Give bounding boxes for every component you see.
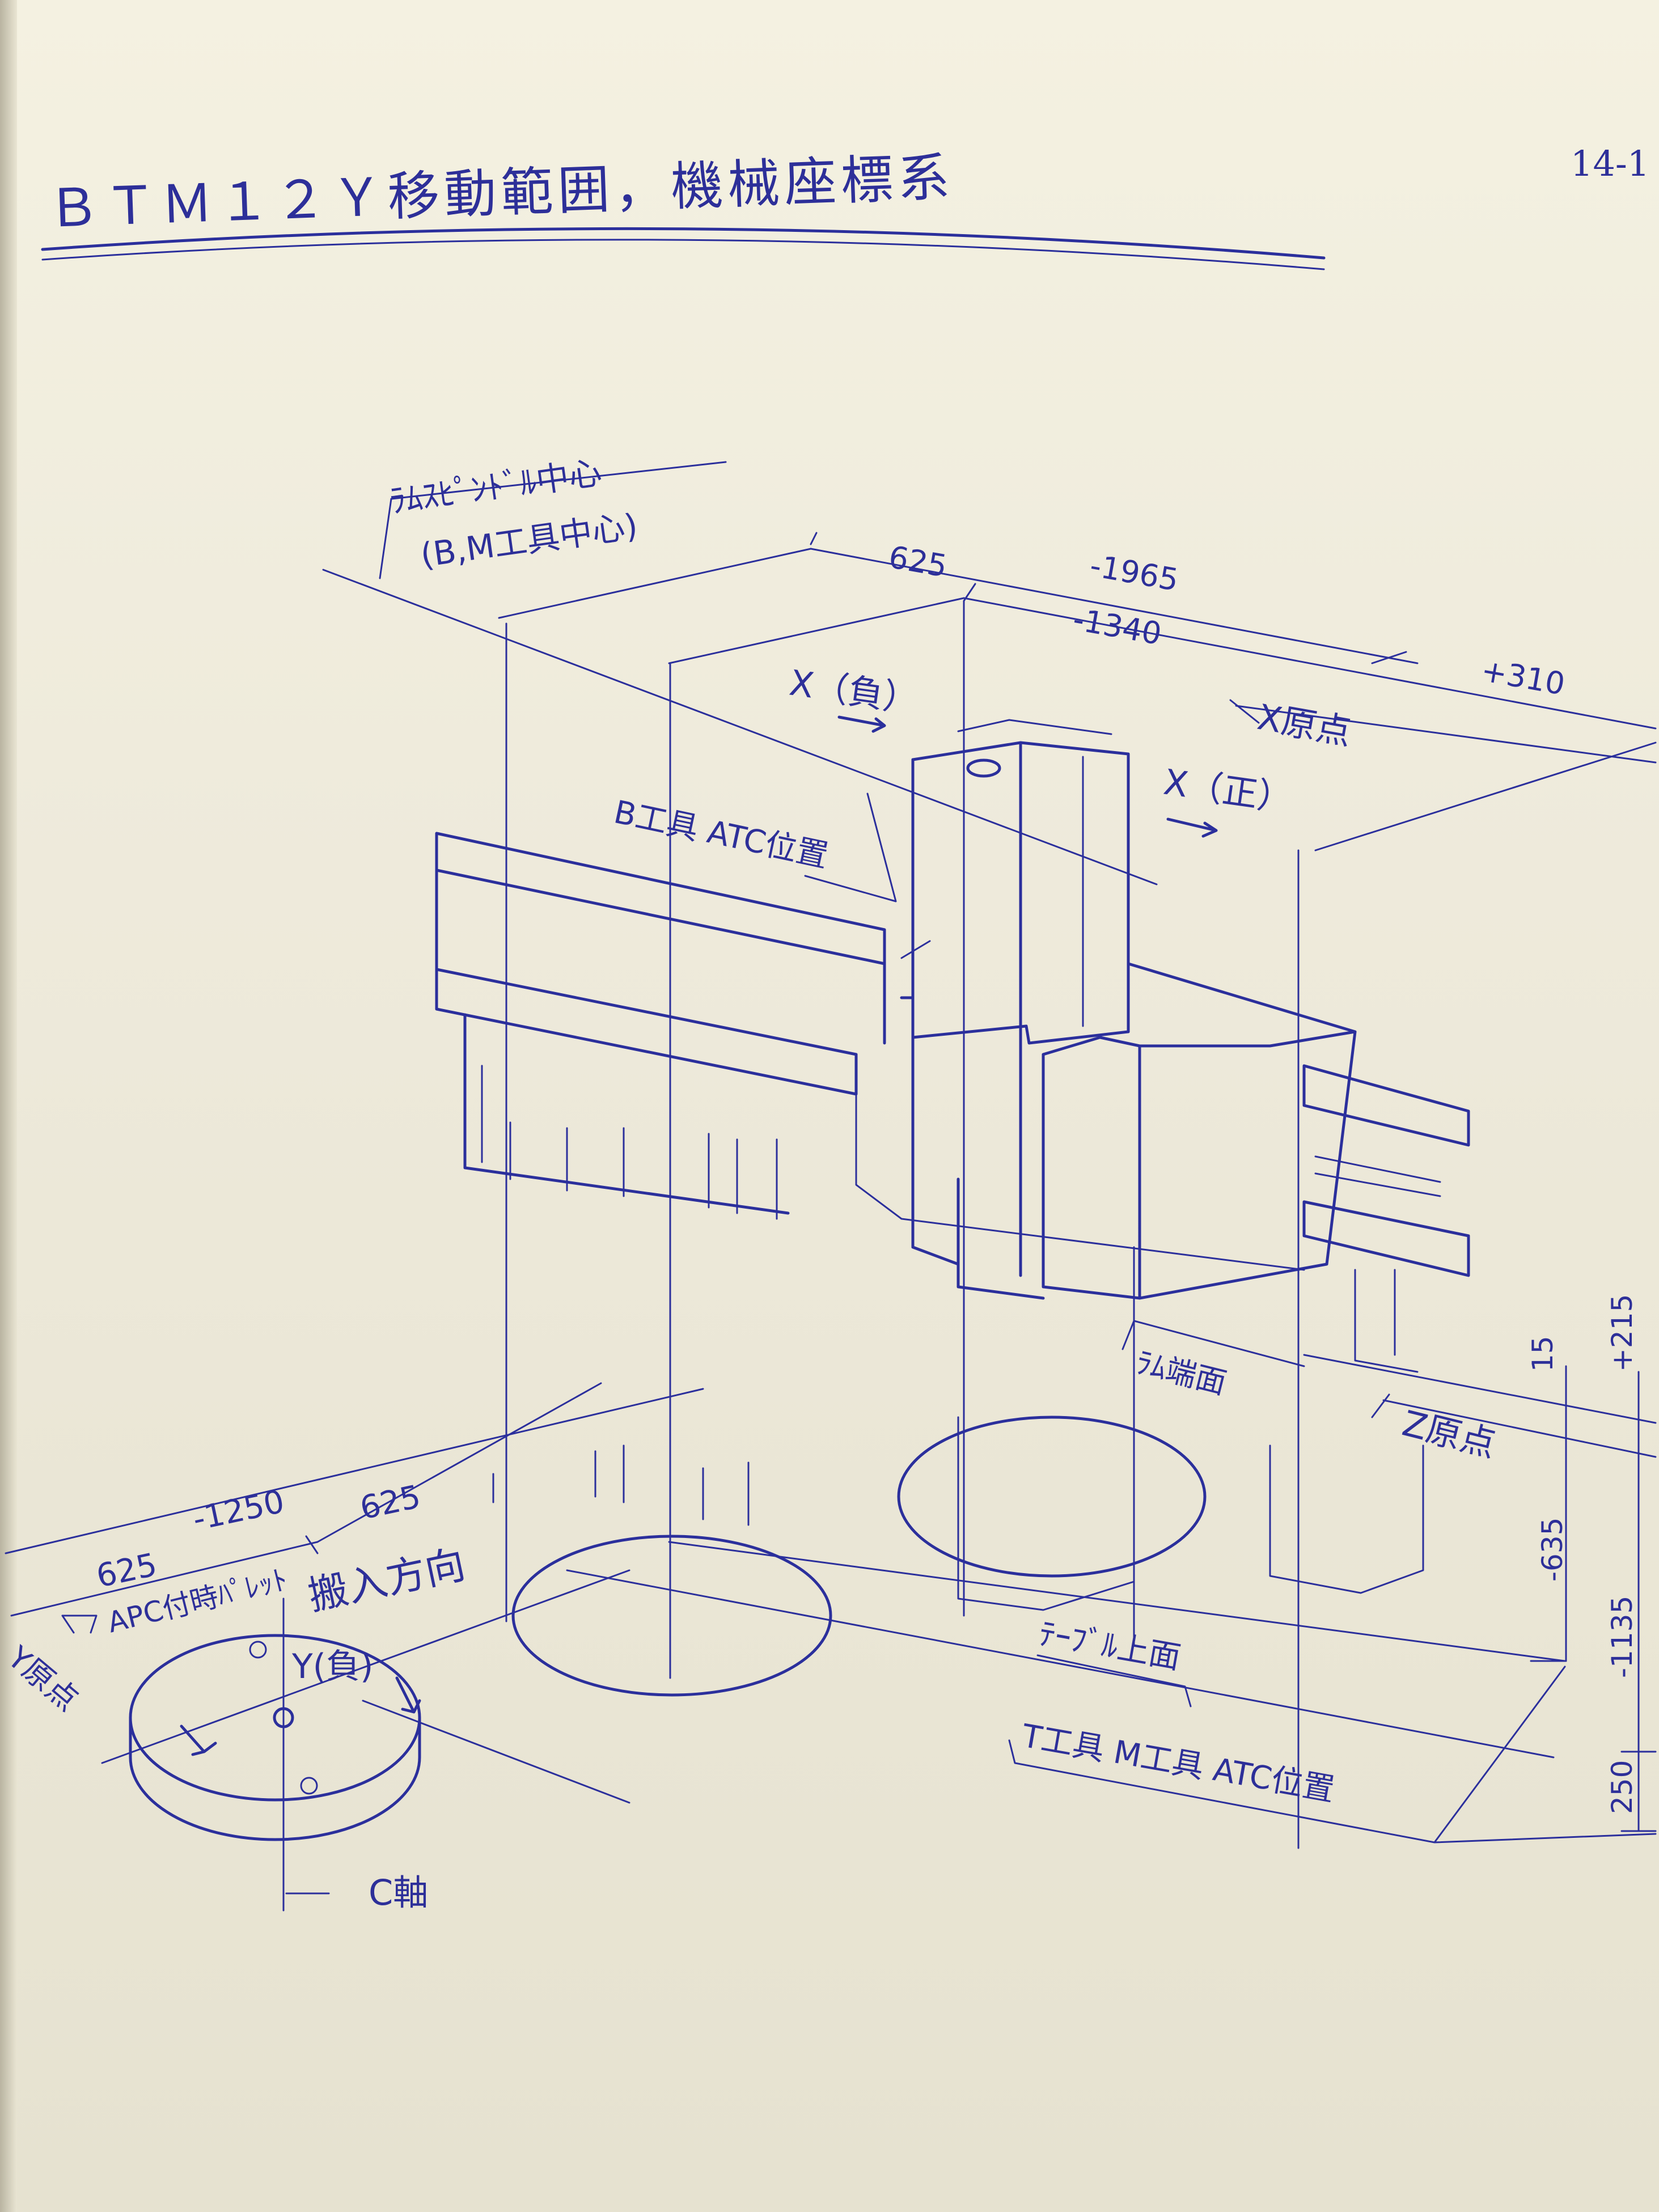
pallet-hole-icon-2 — [300, 1777, 318, 1795]
rotation-arrow-icon-2 — [395, 1676, 421, 1714]
spindle-icon — [966, 758, 1001, 778]
x-origin-label: X原点 — [1254, 696, 1355, 753]
b-tool-atc-label: B工具 ATC位置 — [611, 794, 831, 875]
dim-left-625-a: 625 — [93, 1546, 160, 1595]
x-origin-leader — [1229, 699, 1260, 724]
dim-top-625: 625 — [886, 539, 950, 584]
b-tool-atc-leader — [804, 793, 897, 902]
vertical-guide-lines — [505, 600, 1300, 1849]
z-origin-label: Z原点 — [1398, 1402, 1500, 1465]
page-title: ＢＴＭ１２Ｙ移動範囲，機械座標系 — [46, 147, 955, 239]
dim-left-minus-1250: -1250 — [189, 1483, 287, 1538]
title-underline — [41, 227, 1326, 260]
x-positive-arrow-icon — [1166, 817, 1218, 838]
work-table-left — [511, 1535, 832, 1697]
pallet-hole-icon — [249, 1641, 267, 1659]
t-m-tool-atc-leader — [1008, 1666, 1657, 1844]
y-origin-label: Y原点 — [1, 1639, 85, 1718]
dim-top-minus-1340: -1340 — [1070, 601, 1164, 652]
ball-screw-icon — [1314, 1155, 1441, 1197]
paper-edge-shadow — [0, 0, 17, 2212]
dim-left-625-b: 625 — [357, 1478, 424, 1527]
dim-top-minus-1965: -1965 — [1087, 548, 1181, 598]
title-underline-2 — [41, 239, 1325, 270]
ram-head — [900, 719, 1130, 1300]
bm-tool-center-label: (B,M工具中心) — [418, 506, 640, 575]
dim-right-15: 15 — [1526, 1336, 1559, 1372]
ram-end-face-leader — [1121, 1320, 1390, 1418]
table-top-leader — [1036, 1654, 1192, 1707]
dim-right-plus-215: +215 — [1606, 1294, 1639, 1372]
t-m-tool-atc-label: T工具 M工具 ATC位置 — [1019, 1718, 1338, 1809]
left-dimension-lines — [5, 1382, 704, 1617]
ram-spindle-center-label: ﾗﾑｽﾋﾟﾝﾄﾞﾙ中心 — [387, 453, 604, 521]
tool-holders — [481, 1065, 1424, 1611]
dim-right-minus-635: -635 — [1536, 1518, 1569, 1582]
x-negative-arrow-icon — [837, 715, 886, 733]
carry-in-direction-label: 搬入方向 — [304, 1541, 469, 1619]
rotation-arrow-icon — [180, 1724, 217, 1756]
table-top-reference-lines — [566, 1541, 1566, 1758]
table-top-label: ﾃｰﾌﾞﾙ上面 — [1036, 1616, 1183, 1677]
x-negative-label: X（負） — [787, 662, 921, 721]
dim-top-plus-310: +310 — [1479, 652, 1568, 702]
work-table-right — [897, 1416, 1207, 1578]
top-dimension-lines — [498, 532, 1657, 851]
x-positive-label: X（正） — [1161, 761, 1295, 820]
page-number: 14-1 — [1571, 143, 1649, 184]
c-axis-label: C軸 — [369, 1872, 428, 1913]
y-negative-label: Y(負) — [291, 1647, 373, 1686]
rotary-table — [101, 1569, 630, 1912]
c-axis-center-icon — [273, 1707, 294, 1728]
ram-end-face-label: ﾗﾑ端面 — [1132, 1344, 1230, 1401]
dim-right-250: 250 — [1606, 1760, 1639, 1814]
dim-right-minus-1135: -1135 — [1606, 1596, 1639, 1678]
z-reference-lines — [1303, 1354, 1657, 1458]
crossrail — [435, 832, 1305, 1271]
saddle-block — [1042, 962, 1470, 1300]
apc-arrow-icon — [61, 1614, 98, 1634]
ram-spindle-center-leader — [322, 461, 1158, 885]
